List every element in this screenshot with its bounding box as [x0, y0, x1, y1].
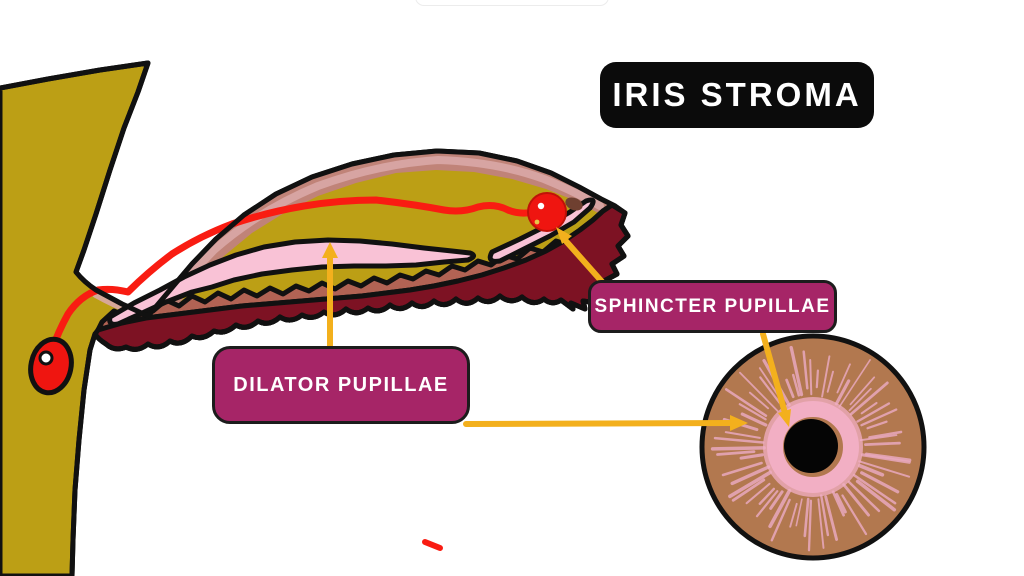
arrow-dilator-to-front — [463, 420, 735, 427]
arrow-dilator-to-front-head — [730, 415, 748, 431]
sphincter-ring-outer — [763, 397, 863, 497]
sphincter-section-highlight — [537, 202, 545, 210]
sphincter-label-text: SPHINCTER PUPILLAE — [594, 295, 831, 317]
red-mark — [422, 539, 443, 551]
dilator-label-text: DILATOR PUPILLAE — [233, 373, 449, 396]
pupil — [784, 419, 838, 473]
anterior-border-band — [80, 151, 613, 325]
arrow-sphincter-to-front-head — [778, 409, 791, 427]
dilator-pupillae-label: DILATOR PUPILLAE — [212, 346, 470, 424]
dilator-muscle-band — [107, 237, 476, 327]
sphincter-muscle-section — [527, 192, 567, 232]
iris-front-view — [699, 333, 927, 561]
sphincter-section-speck — [534, 219, 540, 225]
title-text: IRIS STROMA — [612, 76, 862, 113]
dilator-fibers — [710, 345, 912, 552]
vessel-cross-section — [28, 336, 74, 396]
arrow-dilator-to-section-head — [322, 242, 338, 258]
sphincter-pupillae-label: SPHINCTER PUPILLAE — [588, 280, 837, 333]
arrow-sphincter-to-section-head — [556, 227, 572, 244]
pupil-margin-blob — [565, 197, 583, 211]
sphincter-ring — [767, 401, 859, 493]
arrow-sphincter-to-front — [760, 331, 788, 416]
title-badge: IRIS STROMA — [600, 62, 874, 128]
